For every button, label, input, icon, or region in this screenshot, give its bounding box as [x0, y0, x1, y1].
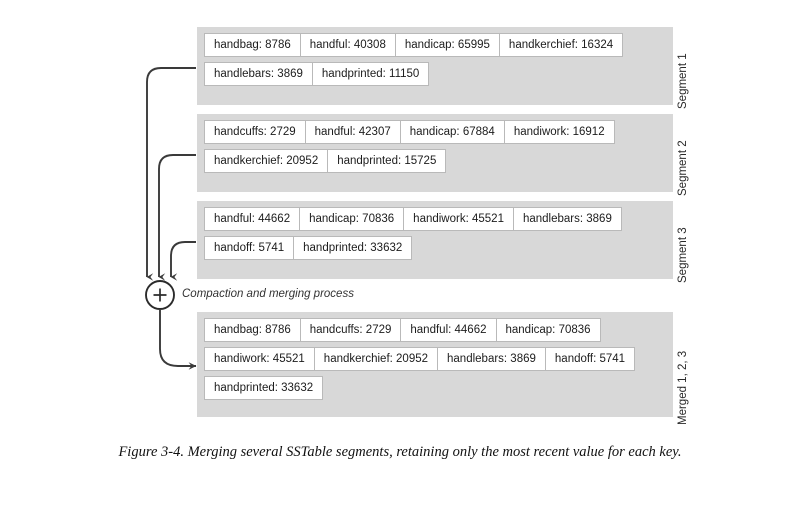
kv-cell: handicap: 70836 [495, 318, 601, 342]
kv-cell: handprinted: 33632 [293, 236, 413, 260]
kv-cell: handiwork: 45521 [403, 207, 514, 231]
kv-cell: handkerchief: 20952 [313, 347, 439, 371]
wire-segment-2 [158, 154, 196, 281]
kv-cell: handoff: 5741 [544, 347, 636, 371]
merged-block: handbag: 8786 handcuffs: 2729 handful: 4… [197, 312, 673, 417]
segment-row: handoff: 5741 handprinted: 33632 [204, 236, 666, 260]
segment-row: handbag: 8786 handcuffs: 2729 handful: 4… [204, 318, 666, 342]
kv-cell: handoff: 5741 [204, 236, 295, 260]
segment-row: handful: 44662 handicap: 70836 handiwork… [204, 207, 666, 231]
kv-cell: handful: 44662 [400, 318, 497, 342]
kv-cell: handprinted: 33632 [204, 376, 324, 400]
segment-row: handkerchief: 20952 handprinted: 15725 [204, 149, 666, 173]
segment-row: handbag: 8786 handful: 40308 handicap: 6… [204, 33, 666, 57]
figure-caption: Figure 3-4. Merging several SSTable segm… [118, 444, 682, 460]
segment-block-1: handbag: 8786 handful: 40308 handicap: 6… [197, 27, 673, 105]
kv-cell: handlebars: 3869 [437, 347, 546, 371]
segment-block-3: handful: 44662 handicap: 70836 handiwork… [197, 201, 673, 279]
segment-block-2: handcuffs: 2729 handful: 42307 handicap:… [197, 114, 673, 192]
kv-cell: handful: 40308 [299, 33, 396, 57]
kv-cell: handbag: 8786 [204, 33, 301, 57]
kv-cell: handful: 42307 [304, 120, 401, 144]
wire-merged-output [159, 309, 197, 370]
kv-cell: handful: 44662 [204, 207, 301, 231]
kv-cell: handicap: 67884 [399, 120, 505, 144]
kv-cell: handprinted: 11150 [311, 62, 430, 86]
process-label: Compaction and merging process [182, 288, 354, 300]
segment-row: handlebars: 3869 handprinted: 11150 [204, 62, 666, 86]
merge-node-circle [145, 280, 175, 310]
segment-row: handcuffs: 2729 handful: 42307 handicap:… [204, 120, 666, 144]
segment-label-1: Segment 1 [677, 53, 689, 109]
kv-cell: handcuffs: 2729 [299, 318, 402, 342]
kv-cell: handlebars: 3869 [512, 207, 622, 231]
kv-cell: handiwork: 45521 [204, 347, 315, 371]
kv-cell: handprinted: 15725 [327, 149, 447, 173]
kv-cell: handlebars: 3869 [204, 62, 313, 86]
kv-cell: handbag: 8786 [204, 318, 301, 342]
kv-cell: handicap: 70836 [299, 207, 405, 231]
segment-label-3: Segment 3 [677, 227, 689, 283]
segment-label-2: Segment 2 [677, 140, 689, 196]
segment-row: handprinted: 33632 [204, 376, 666, 400]
kv-cell: handkerchief: 20952 [204, 149, 329, 173]
kv-cell: handkerchief: 16324 [498, 33, 624, 57]
wire-segment-1 [146, 67, 196, 281]
segment-row: handiwork: 45521 handkerchief: 20952 han… [204, 347, 666, 371]
kv-cell: handcuffs: 2729 [204, 120, 306, 144]
plus-icon [153, 288, 167, 302]
kv-cell: handiwork: 16912 [503, 120, 615, 144]
kv-cell: handicap: 65995 [394, 33, 500, 57]
merged-label: Merged 1, 2, 3 [677, 350, 689, 425]
wire-segment-3 [170, 241, 196, 281]
